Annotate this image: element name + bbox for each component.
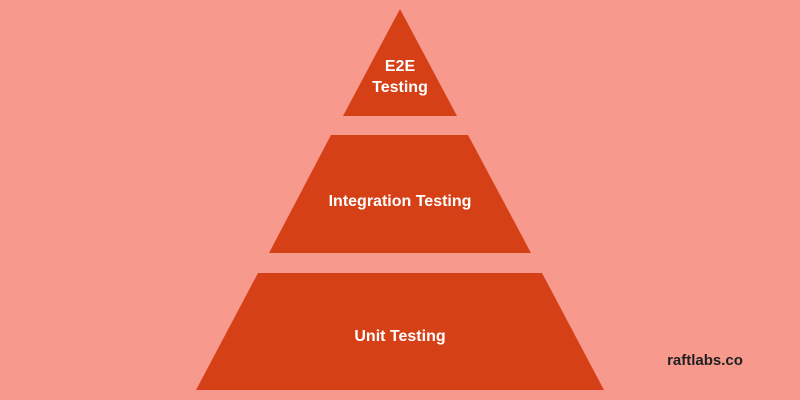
tier-label-unit: Unit Testing bbox=[354, 328, 445, 345]
brand-text: raftlabs.co bbox=[667, 352, 743, 369]
pyramid-tier-unit: Unit Testing bbox=[196, 273, 604, 390]
pyramid-tier-e2e: E2E Testing bbox=[343, 9, 457, 116]
pyramid-tier-unit-shape bbox=[196, 273, 604, 390]
tier-label-integration: Integration Testing bbox=[329, 193, 472, 210]
pyramid-tier-integration-shape bbox=[269, 135, 531, 253]
pyramid-tier-e2e-shape bbox=[343, 9, 457, 116]
pyramid-tier-integration: Integration Testing bbox=[269, 135, 531, 253]
tier-label-e2e-line-1: E2E bbox=[385, 58, 416, 75]
tier-label-e2e-line-2: Testing bbox=[372, 79, 428, 96]
